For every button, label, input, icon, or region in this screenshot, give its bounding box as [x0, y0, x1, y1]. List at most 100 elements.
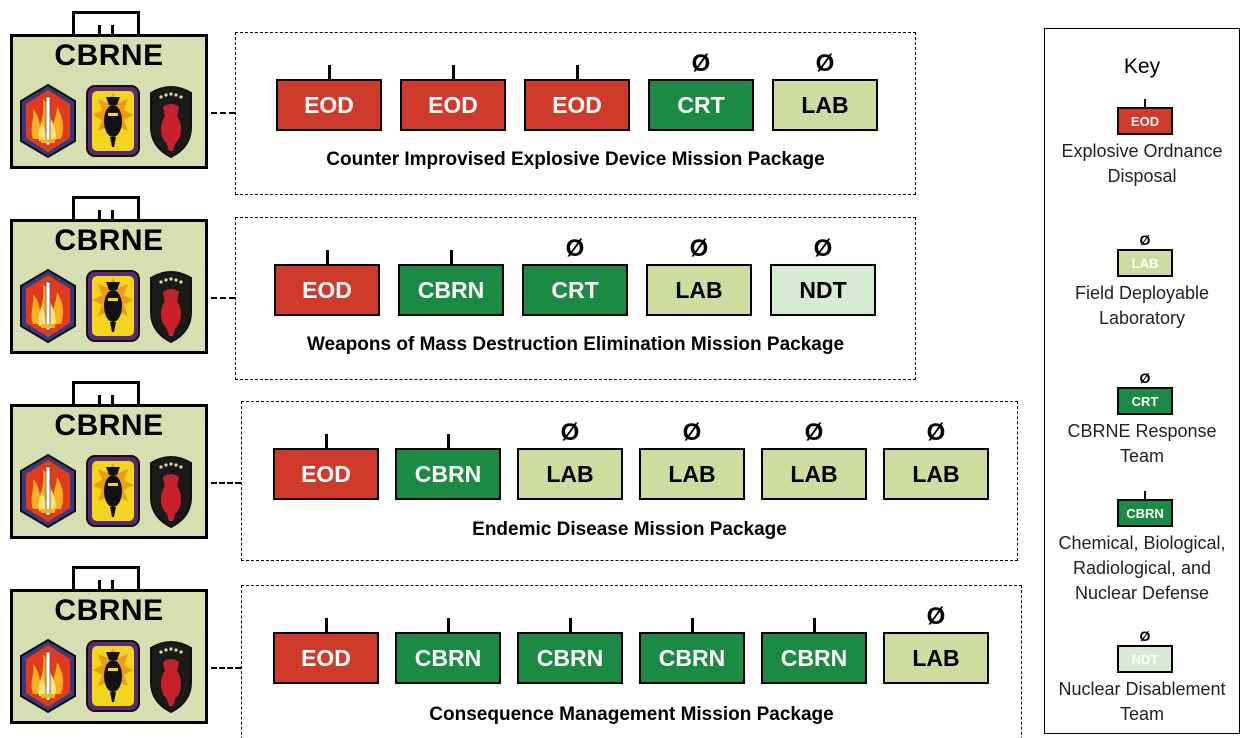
unit-symbol-eod: EOD: [524, 65, 630, 131]
unit-size-stem: [812, 618, 816, 632]
unit-symbol-lab: LAB Ø: [772, 50, 878, 131]
unit-size-stem: [327, 65, 331, 79]
unit-symbol-ndt: NDT Ø: [770, 235, 876, 316]
unit-symbol-cbrn: CBRN: [398, 250, 504, 316]
key-symbol-label: NDT: [1131, 651, 1159, 667]
key-symbol-ndt: NDT Ø: [1117, 628, 1173, 673]
unit-size-marker: Ø: [804, 419, 824, 446]
key-description: Field Deployable Laboratory: [1074, 283, 1210, 328]
key-symbol-label: LAB: [1131, 255, 1159, 271]
unit-label: LAB: [675, 276, 723, 303]
hq-handle: [72, 11, 140, 37]
unit-symbol-lab: LAB Ø: [646, 235, 752, 316]
unit-size-marker: Ø: [926, 419, 946, 446]
hq-label: CBRNE: [54, 409, 164, 442]
key-symbol-cbrn: CBRN: [1117, 491, 1173, 527]
unit-symbol-crt: CRT Ø: [522, 235, 628, 316]
unit-symbol-cbrn: CBRN: [395, 434, 501, 500]
unit-size-marker: Ø: [565, 235, 585, 262]
unit-size-marker: Ø: [1139, 232, 1151, 248]
unit-label: LAB: [790, 460, 838, 487]
hq-symbol: CBRNE: [10, 34, 208, 169]
unit-label: EOD: [301, 644, 351, 671]
bomb-patch-icon: [84, 453, 142, 534]
key-symbol-lab: LAB Ø: [1117, 232, 1173, 277]
key-symbol-label: EOD: [1130, 113, 1160, 129]
unit-size-stem: [575, 65, 579, 79]
unit-size-stem: [446, 434, 450, 448]
unit-size-stem: [446, 618, 450, 632]
unit-symbol-eod: EOD: [400, 65, 506, 131]
unit-label: EOD: [552, 91, 602, 118]
unit-symbol-eod: EOD: [273, 618, 379, 684]
unit-label: CRT: [551, 276, 599, 303]
unit-size-stem: [324, 434, 328, 448]
unit-label: CBRN: [536, 644, 604, 671]
unit-label: CRT: [677, 91, 725, 118]
package-title: Endemic Disease Mission Package: [472, 519, 787, 540]
key-symbol-eod: EOD: [1117, 99, 1173, 135]
unit-size-marker: Ø: [813, 235, 833, 262]
hq-command-ticks: [98, 395, 114, 405]
key-description: Nuclear Disablement Team: [1058, 679, 1226, 724]
key-symbol-label: CBRN: [1126, 505, 1164, 521]
unit-label: LAB: [801, 91, 849, 118]
unit-label: EOD: [428, 91, 478, 118]
unit-label: LAB: [668, 460, 716, 487]
unit-size-marker: Ø: [1139, 370, 1151, 386]
ordnance-shield-patch-icon: [147, 83, 195, 164]
unit-symbol-cbrn: CBRN: [639, 618, 745, 684]
unit-label: LAB: [912, 460, 960, 487]
unit-size-marker: Ø: [815, 50, 835, 77]
unit-label: EOD: [304, 91, 354, 118]
unit-label: CBRN: [414, 460, 482, 487]
unit-size-marker: Ø: [689, 235, 709, 262]
flame-sword-patch-icon: [19, 268, 77, 349]
key-description: Chemical, Biological, Radiological, and …: [1058, 533, 1226, 603]
unit-size-stem: [690, 618, 694, 632]
unit-symbol-cbrn: CBRN: [395, 618, 501, 684]
hq-handle: [72, 196, 140, 222]
hq-symbol: CBRNE: [10, 219, 208, 354]
unit-size-stem: [451, 65, 455, 79]
hq-handle: [72, 566, 140, 592]
key-description: CBRNE Response Team: [1067, 421, 1217, 466]
ordnance-shield-patch-icon: [147, 638, 195, 719]
mission-package-box: EOD CBRN CRT Ø LAB Ø NDT Ø Weapons of Mass Destr…: [235, 217, 916, 380]
unit-label: LAB: [546, 460, 594, 487]
hq-symbol: CBRNE: [10, 404, 208, 539]
key-title: Key: [1123, 55, 1161, 78]
hq-symbol: CBRNE: [10, 589, 208, 724]
dashed-connector: [211, 112, 235, 114]
unit-label: CBRN: [417, 276, 485, 303]
unit-label: EOD: [302, 276, 352, 303]
package-title: Consequence Management Mission Package: [429, 704, 834, 725]
unit-size-marker: Ø: [1139, 628, 1151, 644]
flame-sword-patch-icon: [19, 638, 77, 719]
unit-symbol-cbrn: CBRN: [517, 618, 623, 684]
unit-symbol-lab: LAB Ø: [883, 419, 989, 500]
dashed-connector: [211, 297, 235, 299]
hq-command-ticks: [98, 25, 114, 35]
hq-label: CBRNE: [54, 224, 164, 257]
package-title: Weapons of Mass Destruction Elimination …: [306, 334, 845, 355]
hq-label: CBRNE: [54, 39, 164, 72]
unit-symbol-lab: LAB Ø: [639, 419, 745, 500]
unit-size-stem: [1144, 99, 1146, 107]
unit-label: NDT: [799, 276, 847, 303]
hq-command-ticks: [98, 210, 114, 220]
unit-size-stem: [1144, 491, 1146, 499]
bomb-patch-icon: [84, 83, 142, 164]
flame-sword-patch-icon: [19, 453, 77, 534]
unit-size-marker: Ø: [682, 419, 702, 446]
unit-symbol-eod: EOD: [273, 434, 379, 500]
key-description: Explosive Ordnance Disposal: [1061, 141, 1223, 186]
